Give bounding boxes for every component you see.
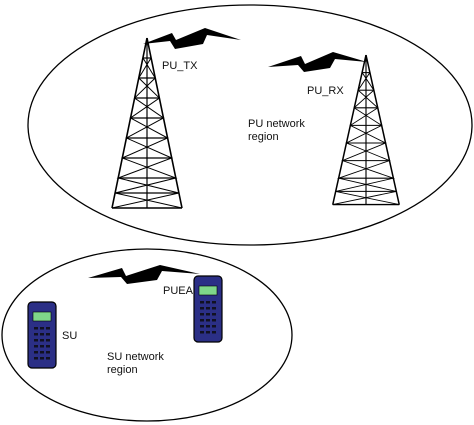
puea-phone-icon: [193, 275, 223, 343]
pu-network-region: [27, 4, 473, 246]
pu-rx-label: PU_RX: [307, 85, 344, 97]
su-phone-icon: [27, 301, 57, 369]
su-region-label: SU network region: [107, 351, 197, 377]
pu-tx-lightning-icon: [143, 28, 241, 49]
puea-label: PUEA: [163, 285, 193, 297]
pu-region-label-line2: region: [248, 131, 279, 143]
pu-tx-label: PU_TX: [162, 60, 198, 72]
su-region-label-line1: SU network: [107, 351, 164, 363]
pu-rx-lightning-icon: [268, 52, 367, 72]
pu-region-label-line1: PU network: [248, 118, 305, 130]
puea-lightning-icon: [88, 265, 200, 284]
pu-region-label: PU network region: [248, 118, 338, 144]
su-network-region: [1, 248, 293, 422]
su-label: SU: [62, 330, 78, 342]
pu-rx-tower-icon: [331, 54, 401, 206]
su-region-label-line2: region: [107, 364, 138, 376]
